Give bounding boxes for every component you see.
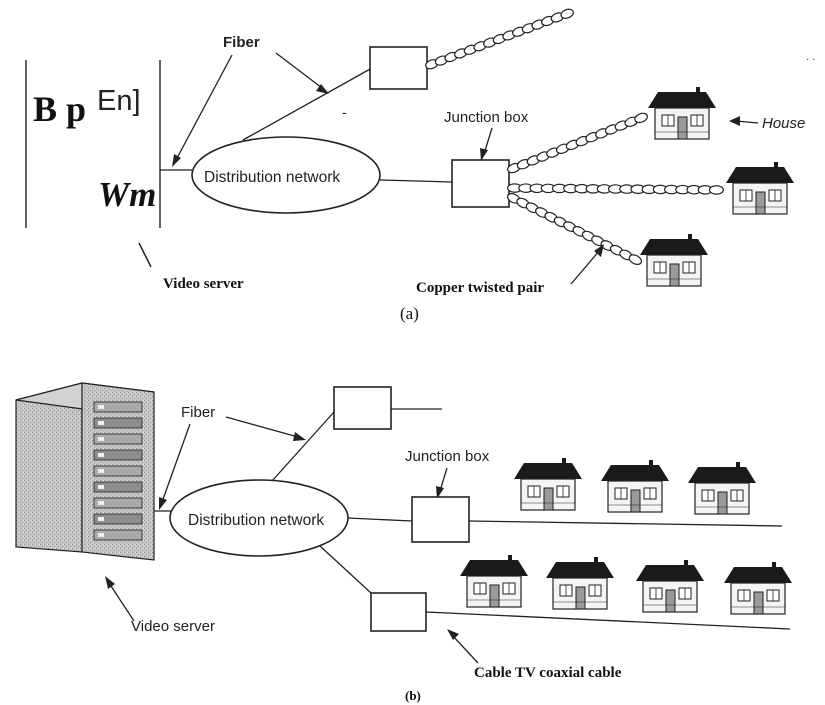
junction-label-b: Junction box bbox=[405, 448, 490, 465]
coax-arrow-b bbox=[451, 634, 479, 664]
server-arrow-b bbox=[108, 582, 135, 622]
junction-box-main-a bbox=[451, 159, 510, 208]
drive-bay bbox=[93, 513, 143, 525]
network-to-junction-upper-a bbox=[242, 67, 373, 141]
twisted-pair-house-3 bbox=[506, 193, 643, 265]
drive-bay bbox=[93, 401, 143, 413]
fiber-arrow-b-lower bbox=[161, 423, 191, 503]
fiber-arrowhead-a-upper bbox=[316, 84, 329, 94]
house-b-1 bbox=[513, 457, 583, 511]
panel-b: Fiber Distribution network Junction box … bbox=[15, 382, 793, 703]
junction-arrowhead-a bbox=[480, 148, 488, 161]
copper-label-a: Copper twisted pair bbox=[416, 280, 544, 296]
house-arrowhead-a bbox=[729, 116, 740, 126]
server-drive-bays bbox=[93, 401, 143, 541]
house-label-a: House bbox=[762, 115, 805, 132]
fiber-arrow-a-upper bbox=[275, 52, 323, 89]
house-a-1 bbox=[647, 86, 717, 140]
twisted-pair-bead bbox=[708, 185, 724, 195]
twisted-pair-house-1 bbox=[507, 112, 648, 174]
junction-box-mid-b bbox=[411, 496, 470, 543]
junction-arrow-b bbox=[439, 467, 448, 492]
network-to-junction-main-a bbox=[379, 179, 453, 183]
server-glyph-line2: Wm bbox=[98, 175, 156, 214]
network-label-b: Distribution network bbox=[188, 512, 324, 529]
caption-b: (b) bbox=[405, 688, 421, 703]
house-b-6 bbox=[635, 559, 705, 613]
drive-bay bbox=[93, 465, 143, 477]
network-label-a: Distribution network bbox=[204, 169, 340, 186]
coax-label-b: Cable TV coaxial cable bbox=[474, 665, 622, 681]
fiber-arrowhead-b-lower bbox=[159, 497, 167, 510]
twisted-pair-bead bbox=[634, 112, 648, 124]
server-pointer-tick bbox=[138, 242, 152, 268]
drive-bay-led bbox=[98, 517, 104, 521]
junction-label-a: Junction box bbox=[444, 109, 529, 126]
drive-bay-led bbox=[98, 533, 104, 537]
drive-bay-led bbox=[98, 469, 104, 473]
video-server-b bbox=[15, 382, 155, 561]
network-to-junction-mid-b bbox=[347, 517, 413, 522]
drive-bay bbox=[93, 433, 143, 445]
drive-bay bbox=[93, 497, 143, 509]
distribution-network-a bbox=[191, 136, 381, 214]
video-server-a: B p En] Wm bbox=[25, 60, 161, 268]
fiber-arrowhead-a-lower bbox=[172, 154, 181, 167]
server-glyph-line1: B p bbox=[33, 89, 86, 129]
fiber-label-b: Fiber bbox=[181, 404, 215, 421]
drive-bay-led bbox=[98, 453, 104, 457]
coax-cable-low-b bbox=[425, 611, 791, 630]
copper-arrowhead-a bbox=[594, 244, 604, 257]
drive-bay-led bbox=[98, 437, 104, 441]
fiber-arrowhead-b-upper bbox=[293, 432, 306, 441]
junction-box-upper-a bbox=[369, 46, 428, 90]
server-side-face bbox=[15, 382, 83, 553]
drive-bay bbox=[93, 481, 143, 493]
twisted-pair-house-2 bbox=[507, 183, 724, 195]
house-a-2 bbox=[725, 161, 795, 215]
network-to-junction-low-b bbox=[319, 545, 372, 594]
house-b-2 bbox=[600, 459, 670, 513]
junction-arrowhead-b bbox=[436, 486, 444, 499]
network-to-junction-upper-b bbox=[271, 411, 335, 482]
house-b-5 bbox=[545, 556, 615, 610]
drive-bay bbox=[93, 449, 143, 461]
fiber-arrow-b-upper bbox=[225, 416, 299, 438]
drive-bay-led bbox=[98, 485, 104, 489]
server-label-b: Video server bbox=[131, 618, 215, 635]
panel-a: B p En] Wm Fiber Distribution network - … bbox=[25, 8, 815, 323]
drive-bay bbox=[93, 529, 143, 541]
server-arrowhead-b bbox=[105, 576, 115, 589]
server-glyph-sup: En] bbox=[97, 85, 141, 117]
corner-mark: · · bbox=[806, 54, 815, 65]
twisted-pair-bead bbox=[560, 8, 574, 19]
fiber-arrow-a-lower bbox=[175, 54, 233, 161]
dash-mark: - bbox=[342, 104, 347, 120]
drive-bay-led bbox=[98, 501, 104, 505]
junction-box-upper-b bbox=[333, 386, 392, 430]
house-b-7 bbox=[723, 561, 793, 615]
house-a-3 bbox=[639, 233, 709, 287]
coax-cable-mid-b bbox=[468, 520, 783, 527]
drive-bay bbox=[93, 417, 143, 429]
coax-arrowhead-b bbox=[447, 629, 459, 640]
house-b-4 bbox=[459, 554, 529, 608]
house-b-3 bbox=[687, 461, 757, 515]
fiber-label-a: Fiber bbox=[223, 34, 260, 51]
server-label-a: Video server bbox=[163, 276, 244, 292]
twisted-pair-bead bbox=[628, 254, 643, 265]
caption-a: (a) bbox=[400, 304, 419, 323]
drive-bay-led bbox=[98, 405, 104, 409]
copper-arrow-a bbox=[570, 249, 601, 285]
drive-bay-led bbox=[98, 421, 104, 425]
twisted-pair-upper-a bbox=[425, 8, 574, 70]
junction-box-low-b bbox=[370, 592, 427, 632]
